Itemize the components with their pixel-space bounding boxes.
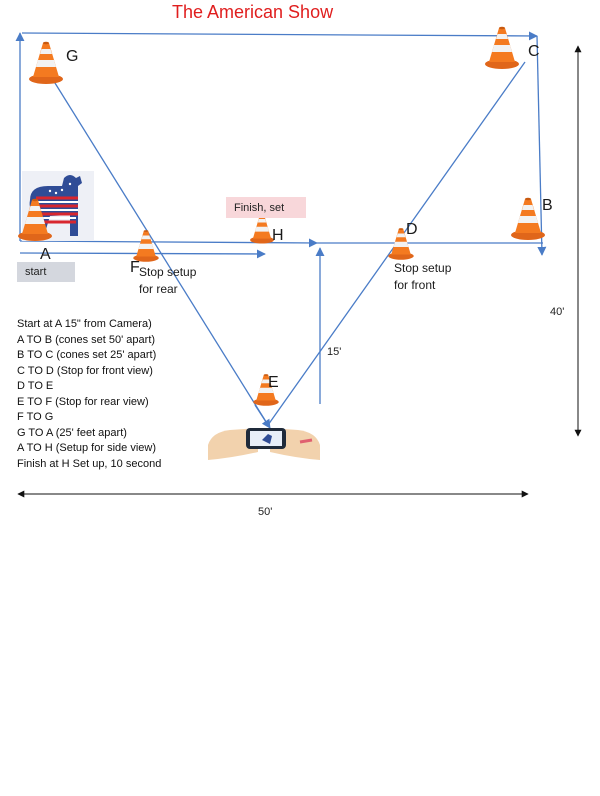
instruction-item: D TO E xyxy=(17,380,54,392)
depth-dimension-label: 15' xyxy=(327,346,342,358)
stop-front-line-2: for front xyxy=(394,278,436,292)
instruction-item: G TO A (25' feet apart) xyxy=(17,426,127,439)
height-dimension-label: 40' xyxy=(550,306,565,318)
instruction-item: E TO F (Stop for rear view) xyxy=(17,395,149,408)
instruction-item: Finish at H Set up, 10 second xyxy=(17,457,162,470)
finish-marker: Finish, set xyxy=(226,197,306,218)
finish-label: Finish, set xyxy=(234,202,285,214)
width-dimension-label: 50' xyxy=(258,506,273,518)
flag-alpaca-image xyxy=(22,171,94,241)
instruction-item: Start at A 15" from Camera) xyxy=(17,318,152,330)
instruction-list: Start at A 15" from Camera) A TO B (cone… xyxy=(17,317,161,472)
stop-rear-line-2: for rear xyxy=(139,282,178,296)
point-label-h: H xyxy=(272,227,284,244)
cone-c xyxy=(485,26,519,69)
instruction-item: F TO G xyxy=(17,411,54,423)
instruction-item: A TO H (Setup for side view) xyxy=(17,442,156,454)
instruction-item: A TO B (cones set 50' apart) xyxy=(17,333,156,346)
point-label-a: A xyxy=(40,246,51,263)
stop-rear-line-1: Stop setup xyxy=(139,265,197,279)
stop-front-note: Stop setup for front xyxy=(394,261,451,293)
camera-phone-image xyxy=(208,428,320,460)
cone-f xyxy=(133,230,159,262)
point-label-d: D xyxy=(406,221,418,238)
stop-front-line-1: Stop setup xyxy=(394,261,452,275)
stop-rear-note: Stop setup for rear xyxy=(139,265,196,297)
cone-b xyxy=(511,197,545,240)
point-label-g: G xyxy=(66,48,79,65)
start-marker: start xyxy=(17,262,75,282)
start-label: start xyxy=(25,266,47,278)
dimension-arrows xyxy=(17,45,582,498)
point-label-b: B xyxy=(542,197,553,214)
instruction-item: C TO D (Stop for front view) xyxy=(17,364,153,377)
point-label-f: F xyxy=(130,259,140,276)
instruction-item: B TO C (cones set 25' apart) xyxy=(17,349,157,361)
cone-g xyxy=(29,41,63,84)
point-label-e: E xyxy=(268,374,279,391)
point-label-c: C xyxy=(528,43,540,60)
page-title: The American Show xyxy=(172,2,334,22)
cone-h xyxy=(250,213,274,244)
